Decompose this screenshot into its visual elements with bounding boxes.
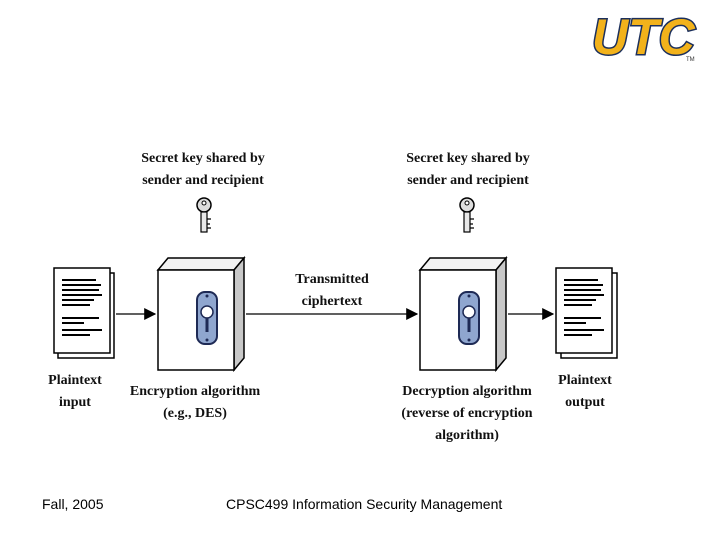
logo-text: UTC xyxy=(592,9,696,64)
footer-date: Fall, 2005 xyxy=(42,496,104,512)
decryption-label: Decryption algorithm (reverse of encrypt… xyxy=(387,381,547,447)
plaintext-output-label: Plaintext output xyxy=(540,370,630,414)
caption-line: sender and recipient xyxy=(142,173,264,188)
plaintext-output-document-icon xyxy=(555,267,618,359)
caption-line: Plaintext xyxy=(48,373,102,388)
caption-line: Decryption algorithm xyxy=(402,384,532,399)
logo-trademark: TM xyxy=(686,57,695,63)
caption-line: Plaintext xyxy=(558,373,612,388)
caption-line: ciphertext xyxy=(301,294,363,309)
footer-course-title: CPSC499 Information Security Management xyxy=(226,496,503,512)
transmit-caption: Transmitted ciphertext xyxy=(282,269,382,313)
encryption-label: Encryption algorithm (e.g., DES) xyxy=(122,381,268,425)
encryption-algorithm-box-icon xyxy=(156,255,246,373)
caption-line: (e.g., DES) xyxy=(163,406,227,421)
left-key-caption: Secret key shared by sender and recipien… xyxy=(128,148,278,192)
caption-line: Secret key shared by xyxy=(141,151,265,166)
left-key-icon xyxy=(196,197,212,233)
caption-line: Secret key shared by xyxy=(406,151,530,166)
caption-line: input xyxy=(59,395,91,410)
plaintext-input-document-icon xyxy=(53,267,115,359)
caption-line: output xyxy=(565,395,605,410)
caption-line: Transmitted xyxy=(295,272,369,287)
caption-line: (reverse of encryption xyxy=(401,406,533,421)
caption-line: Encryption algorithm xyxy=(129,384,261,399)
right-key-icon xyxy=(459,197,475,233)
caption-line: sender and recipient xyxy=(407,173,529,188)
caption-line: algorithm) xyxy=(435,428,499,443)
right-key-caption: Secret key shared by sender and recipien… xyxy=(393,148,543,192)
decryption-algorithm-box-icon xyxy=(418,255,508,373)
plaintext-input-label: Plaintext input xyxy=(30,370,120,414)
utc-logo: UTC TM xyxy=(591,8,698,65)
